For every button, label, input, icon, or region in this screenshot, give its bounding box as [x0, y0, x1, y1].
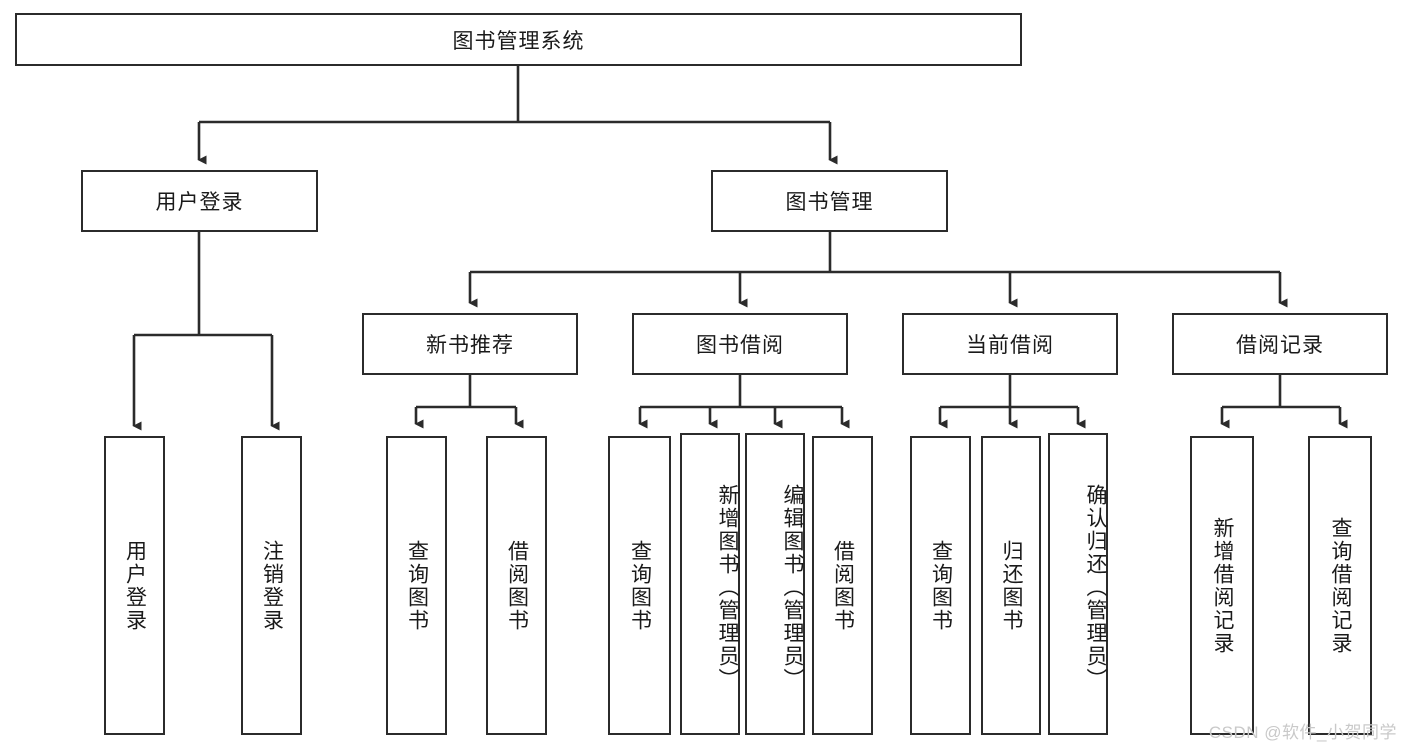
leaf-add-book-admin[interactable]: 新增图书（管理员）: [680, 433, 740, 735]
node-current-borrow[interactable]: 当前借阅: [902, 313, 1118, 375]
leaf-query-borrow-record-label: 查询借阅记录: [1329, 516, 1353, 655]
leaf-confirm-return-admin[interactable]: 确认归还（管理员）: [1048, 433, 1108, 735]
leaf-add-borrow-record-label: 新增借阅记录: [1211, 516, 1235, 655]
node-borrow-record[interactable]: 借阅记录: [1172, 313, 1388, 375]
node-root-label: 图书管理系统: [452, 29, 585, 53]
leaf-user-login-label: 用户登录: [123, 539, 147, 632]
leaf-query-book-1[interactable]: 查询图书: [386, 436, 447, 735]
csdn-watermark: CSDN @软件_小贺同学: [1208, 723, 1397, 742]
leaf-user-login[interactable]: 用户登录: [104, 436, 165, 735]
node-book-borrow[interactable]: 图书借阅: [632, 313, 848, 375]
node-book-manage[interactable]: 图书管理: [711, 170, 948, 232]
leaf-borrow-book-2-label: 借阅图书: [831, 539, 855, 632]
leaf-logout-login-label: 注销登录: [260, 539, 284, 632]
leaf-query-book-2[interactable]: 查询图书: [608, 436, 671, 735]
leaf-add-book-admin-label: 新增图书（管理员）: [716, 483, 739, 691]
leaf-return-book-label: 归还图书: [1000, 539, 1024, 632]
leaf-borrow-book-1-label: 借阅图书: [505, 539, 529, 632]
leaf-edit-book-admin-label: 编辑图书（管理员）: [781, 483, 804, 691]
leaf-query-book-2-label: 查询图书: [628, 539, 652, 632]
node-user-login-label: 用户登录: [155, 191, 244, 214]
node-book-borrow-label: 图书借阅: [696, 334, 784, 357]
node-book-manage-label: 图书管理: [785, 191, 874, 214]
node-new-book-recommend-label: 新书推荐: [426, 334, 514, 357]
leaf-query-book-3[interactable]: 查询图书: [910, 436, 971, 735]
leaf-add-borrow-record[interactable]: 新增借阅记录: [1190, 436, 1254, 735]
leaf-return-book[interactable]: 归还图书: [981, 436, 1041, 735]
node-root[interactable]: 图书管理系统: [15, 13, 1022, 66]
leaf-logout-login[interactable]: 注销登录: [241, 436, 302, 735]
leaf-edit-book-admin[interactable]: 编辑图书（管理员）: [745, 433, 805, 735]
leaf-query-borrow-record[interactable]: 查询借阅记录: [1308, 436, 1372, 735]
leaf-confirm-return-admin-label: 确认归还（管理员）: [1084, 483, 1107, 691]
node-borrow-record-label: 借阅记录: [1236, 334, 1324, 357]
node-new-book-recommend[interactable]: 新书推荐: [362, 313, 578, 375]
leaf-borrow-book-1[interactable]: 借阅图书: [486, 436, 547, 735]
leaf-borrow-book-2[interactable]: 借阅图书: [812, 436, 873, 735]
leaf-query-book-1-label: 查询图书: [405, 539, 429, 632]
node-user-login[interactable]: 用户登录: [81, 170, 318, 232]
leaf-query-book-3-label: 查询图书: [929, 539, 953, 632]
node-current-borrow-label: 当前借阅: [966, 334, 1054, 357]
